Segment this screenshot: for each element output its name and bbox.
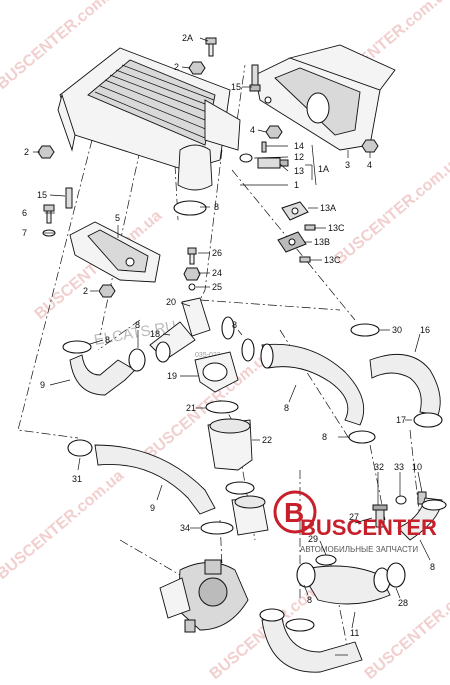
callout-label: 21	[186, 403, 196, 413]
callout-label: 19	[167, 371, 177, 381]
callout-label: 1	[294, 180, 299, 190]
callout-label: 25	[212, 282, 222, 292]
callout-label: 4	[250, 125, 255, 135]
hoses	[62, 297, 447, 673]
callout-label: 11	[350, 628, 359, 638]
callout-label: 1A	[318, 164, 329, 174]
callout-label: 20	[166, 297, 176, 307]
callout-label: 13A	[320, 203, 336, 213]
callout-label: 30	[392, 325, 402, 335]
callout-label: 29	[308, 534, 318, 544]
callout-label: 9	[150, 503, 155, 513]
callout-label: 8	[105, 335, 110, 345]
callout-label: 13B	[314, 237, 330, 247]
callout-label: 14	[294, 141, 304, 151]
callout-label: 3	[345, 160, 350, 170]
callout-label: 2A	[182, 33, 193, 43]
callout-label: 13C	[328, 223, 345, 233]
callout-label: 22	[262, 435, 272, 445]
intercooler	[57, 47, 241, 216]
callout-label: 32	[374, 462, 384, 472]
callout-label: 5	[115, 213, 120, 223]
leader-lines	[33, 37, 431, 656]
callout-label: 8	[307, 595, 312, 605]
callout-label: 24	[212, 268, 222, 278]
hardware	[37, 37, 427, 528]
callout-label: 13	[294, 166, 304, 176]
callout-label: 4	[367, 160, 372, 170]
callout-label: 26	[212, 248, 222, 258]
bracket-3	[254, 44, 396, 151]
callout-label: 15	[37, 190, 47, 200]
callout-label: 6	[22, 208, 27, 218]
callout-label: 8	[214, 202, 219, 212]
callout-label: 28	[398, 598, 408, 608]
watermark-code: 035-023	[195, 352, 221, 359]
bracket-5	[69, 221, 161, 283]
callout-label: 8	[135, 320, 140, 330]
callout-label: 2	[24, 147, 29, 157]
callout-label: 2	[83, 286, 88, 296]
callout-label: 10	[412, 462, 422, 472]
callout-label: 2	[174, 62, 179, 72]
logo-tagline: АВТОМОБИЛЬНЫЕ ЗАПЧАСТИ	[300, 545, 418, 554]
callout-label: 27	[349, 512, 359, 522]
callout-label: 13C	[324, 255, 341, 265]
callout-label: 8	[322, 432, 327, 442]
callout-label: 9	[40, 380, 45, 390]
callout-label: 8	[284, 403, 289, 413]
callout-label: 16	[420, 325, 430, 335]
callout-label: 8	[232, 320, 237, 330]
watermark-buscenter: BUSCENTER.com.ua	[0, 467, 127, 583]
callout-label: 31	[72, 474, 82, 484]
callout-label: 12	[294, 152, 304, 162]
callout-labels: 2A 2 2 2 15 15 14 12 13 1 1A 3 4 4 8 5 6…	[22, 33, 435, 638]
callout-label: 17	[396, 415, 406, 425]
callout-label: 18	[150, 329, 160, 339]
callout-label: 15	[231, 82, 241, 92]
callout-label: 8	[430, 562, 435, 572]
callout-label: 34	[180, 523, 190, 533]
callout-label: 7	[22, 228, 27, 238]
callout-label: 33	[394, 462, 404, 472]
logo-letter: B	[284, 497, 304, 528]
